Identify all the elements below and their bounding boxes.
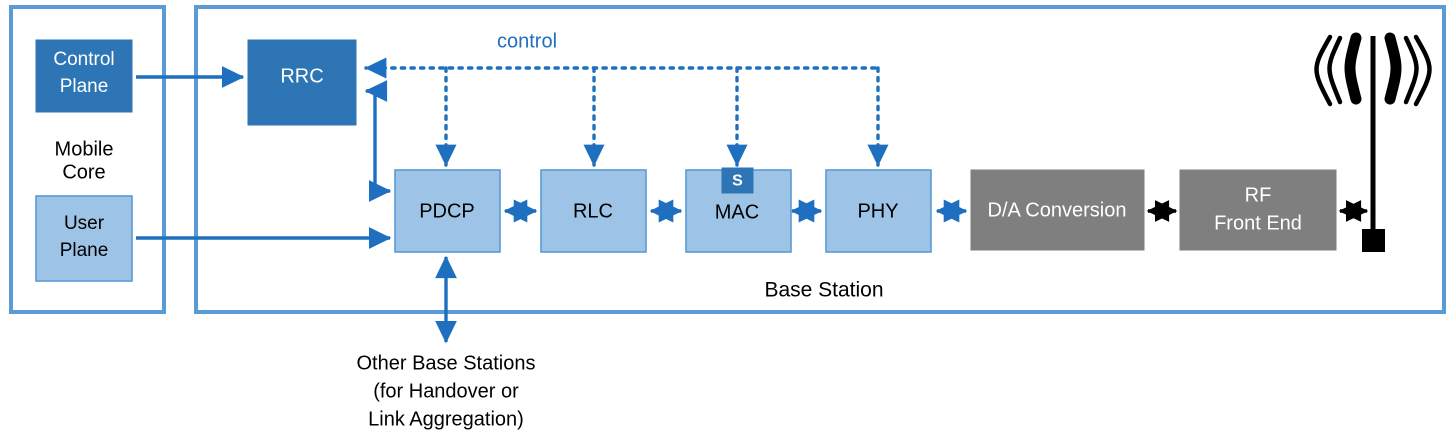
antenna-wave-inner-left <box>1344 32 1362 105</box>
control-plane-label-line2: Plane <box>60 76 109 97</box>
other-base-stations-label-line2: (for Handover or <box>373 380 519 402</box>
mac-label: MAC <box>715 201 759 223</box>
node-control-plane[interactable]: Control Plane <box>35 39 133 113</box>
edge-rrc-to-pdcp <box>364 80 392 202</box>
control-bus-label: control <box>497 30 557 52</box>
mobile-core-container <box>9 5 166 314</box>
node-user-plane[interactable]: User Plane <box>35 195 133 282</box>
antenna-icon <box>1314 32 1432 252</box>
rlc-label: RLC <box>573 200 613 222</box>
node-rlc[interactable]: RLC <box>540 169 647 253</box>
node-rrc[interactable]: RRC <box>247 39 357 126</box>
rf-front-end-label-line2: Front End <box>1214 212 1302 234</box>
mac-scheduler-badge[interactable] <box>721 167 754 194</box>
rf-front-end-label-line1: RF <box>1245 184 1272 206</box>
antenna-wave-inner-right <box>1384 32 1402 105</box>
antenna-wave-mid-left <box>1327 35 1343 105</box>
user-plane-label-line2: Plane <box>60 240 109 261</box>
antenna-wave-mid-right <box>1403 35 1419 105</box>
node-da-conversion[interactable]: D/A Conversion <box>970 169 1145 251</box>
other-base-stations-label-line1: Other Base Stations <box>357 352 536 374</box>
pdcp-label: PDCP <box>419 200 475 222</box>
other-base-stations-label-line3: Link Aggregation) <box>368 408 524 430</box>
node-mac[interactable]: S MAC <box>685 167 792 253</box>
antenna-base <box>1362 229 1385 252</box>
user-plane-label-line1: User <box>64 213 105 234</box>
antenna-wave-outer-left <box>1314 34 1333 107</box>
rrc-label: RRC <box>280 65 323 87</box>
node-phy[interactable]: PHY <box>825 169 932 253</box>
node-rf-front-end[interactable]: RF Front End <box>1179 169 1337 251</box>
base-station-label: Base Station <box>764 279 883 302</box>
phy-label: PHY <box>857 200 898 222</box>
antenna-wave-outer-right <box>1413 34 1432 107</box>
mobile-core-label-line2: Core <box>62 161 105 183</box>
da-conversion-label: D/A Conversion <box>988 199 1127 221</box>
mac-scheduler-badge-label: S <box>732 173 743 190</box>
mobile-core-label-line1: Mobile <box>55 138 114 160</box>
control-plane-label-line1: Control <box>53 49 114 70</box>
base-station-container <box>194 5 1446 314</box>
node-pdcp[interactable]: PDCP <box>394 169 501 253</box>
